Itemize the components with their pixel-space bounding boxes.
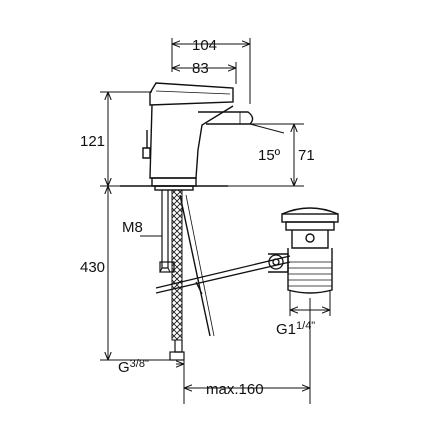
waste-connection-prefix: G1 <box>276 321 296 338</box>
dimension-lines <box>100 38 331 404</box>
dim-spout-reach: 83 <box>192 60 209 77</box>
dim-spout-angle: 15º <box>258 147 281 164</box>
faucet-body <box>142 82 254 191</box>
dim-spout-height: 71 <box>298 147 315 164</box>
hose-connection-prefix: G <box>118 359 130 376</box>
dim-body-height: 121 <box>80 133 105 150</box>
dim-waste-connection: G11/4" <box>276 320 315 338</box>
dim-stud-thread: M8 <box>122 219 143 236</box>
dim-total-width: 104 <box>192 37 217 54</box>
dim-pop-up-reach: max.160 <box>206 381 264 398</box>
waste-valve <box>268 207 339 294</box>
pull-rod <box>179 194 211 337</box>
dim-hose-connection: G3/8" <box>118 358 149 376</box>
threaded-stud <box>161 190 169 269</box>
waste-connection-fraction: 1/4" <box>296 320 315 332</box>
supply-hoses <box>159 189 215 361</box>
pop-up-linkage <box>155 254 291 295</box>
dim-hose-length: 430 <box>80 259 105 276</box>
hose-connection-fraction: 3/8" <box>130 358 149 370</box>
